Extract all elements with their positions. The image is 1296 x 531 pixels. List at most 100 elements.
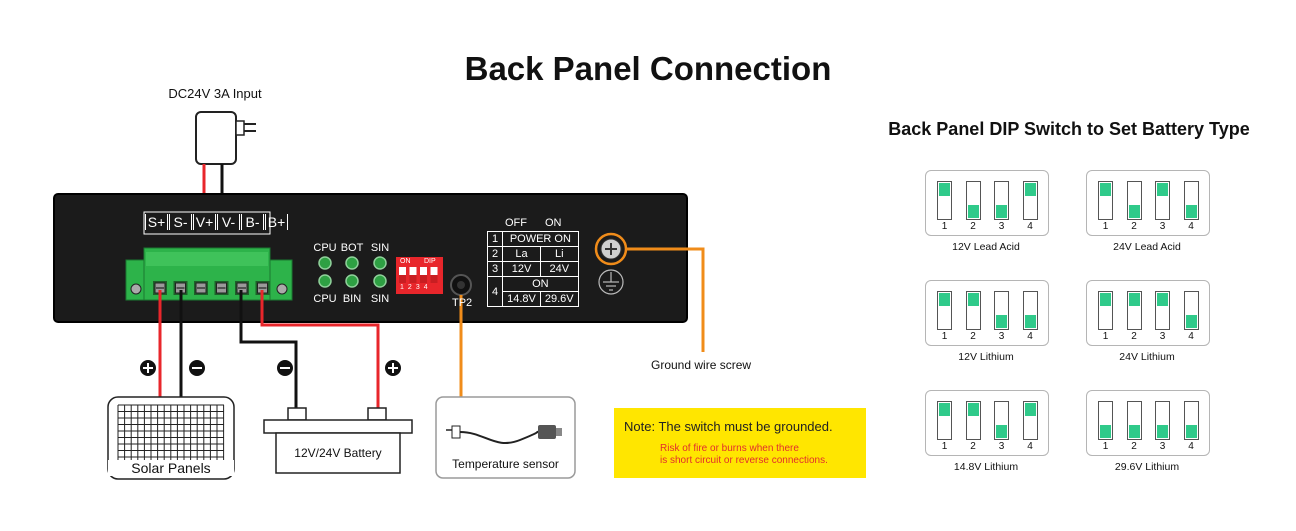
dip-switch: [937, 401, 952, 440]
dip-switch-number: 3: [1159, 221, 1166, 232]
dip-switch-number: 3: [998, 221, 1005, 232]
dip-switch-knob: [1128, 425, 1140, 438]
minus-icon: [277, 360, 293, 376]
grounding-note: Note: The switch must be grounded. Risk …: [614, 408, 866, 478]
dip-number: 2: [407, 284, 412, 291]
dip-switch-number: 1: [941, 331, 948, 342]
battery-positive-wire: [260, 290, 380, 410]
dip-config-name: 24V Lead Acid: [1113, 241, 1181, 253]
dip-switch-knob: [1185, 425, 1197, 438]
ground-symbol-icon: [598, 269, 624, 295]
terminal-label: V-: [217, 214, 240, 230]
dip-switch-knob: [1100, 425, 1111, 438]
dip-switch: [1183, 181, 1199, 220]
dip-switch-number: 3: [1159, 441, 1166, 452]
dip-switch: [1022, 181, 1038, 220]
note-warning-line: is short circuit or reverse connections.: [660, 455, 828, 466]
dip-switch-number: 2: [1131, 221, 1137, 232]
dip-section-title: Back Panel DIP Switch to Set Battery Typ…: [888, 119, 1250, 139]
dip-switch: [1183, 291, 1199, 330]
dip-switch: [1098, 291, 1113, 330]
table-on-header: ON: [545, 217, 562, 229]
dip-switch: [1098, 401, 1113, 440]
dip-switch: [1126, 401, 1142, 440]
table-cell: 4: [486, 276, 504, 307]
led-label: BIN: [342, 293, 362, 305]
dip-config-name: 12V Lead Acid: [952, 241, 1020, 253]
dip-switch-knob: [1157, 293, 1168, 306]
note-warning-line: Risk of fire or burns when there: [660, 443, 799, 454]
dip-switch-number: 2: [1131, 331, 1137, 342]
dip-switch: [965, 181, 981, 220]
dip-switch: [1126, 291, 1142, 330]
dip-config-name: 24V Lithium: [1119, 351, 1175, 363]
dip-switch-knob: [996, 205, 1007, 218]
dip-switch: [1022, 401, 1038, 440]
dip-switch: [1155, 291, 1170, 330]
dip-switch-knob: [1100, 183, 1111, 196]
terminal-label: S-: [169, 214, 192, 230]
dip-switch: [1022, 291, 1038, 330]
status-led-icon: [318, 274, 332, 288]
dip-switch-number: 3: [998, 331, 1005, 342]
dip-switch-number: 1: [1102, 221, 1109, 232]
dip-switch-knob: [1128, 293, 1140, 306]
table-cell: 1: [486, 231, 504, 247]
table-cell: Li: [539, 246, 579, 262]
status-led-icon: [318, 256, 332, 270]
dip-switch: [1126, 181, 1142, 220]
dip-switch-knob: [939, 293, 950, 306]
dip-switch: [937, 181, 952, 220]
table-cell: 14.8V: [502, 291, 541, 307]
terminal-labels: S+ S- V+ V- B- B+: [145, 214, 289, 230]
dip-switch-number: 3: [1159, 331, 1166, 342]
dip-switch: [1155, 181, 1170, 220]
plus-icon: [385, 360, 401, 376]
table-cell: 3: [486, 261, 504, 277]
led-label: SIN: [370, 293, 390, 305]
dip-switch-knob: [967, 205, 979, 218]
terminal-screw-icon: [194, 281, 208, 295]
dip-switch-number: 2: [970, 331, 976, 342]
dip-switch: [1155, 401, 1170, 440]
temp-sensor-box: [435, 396, 576, 479]
dip-switch-number: 1: [941, 221, 948, 232]
dip-config-name: 14.8V Lithium: [953, 461, 1019, 473]
dip-number: 4: [423, 284, 428, 291]
status-led-icon: [373, 274, 387, 288]
dip-switch-knob: [996, 425, 1007, 438]
battery-label: 12V/24V Battery: [294, 446, 382, 460]
ground-leader: [626, 247, 705, 352]
table-cell: 24V: [539, 261, 579, 277]
led-label: BOT: [340, 242, 364, 254]
dip-switch: [994, 401, 1009, 440]
dip-switch-knob: [1157, 425, 1168, 438]
dip-switch: [937, 291, 952, 330]
dip-config-name: 12V Lithium: [958, 351, 1014, 363]
dip-switch-number: 1: [1102, 441, 1109, 452]
led-label: SIN: [370, 242, 390, 254]
dip-numbers: 1 2 3 4: [400, 284, 428, 291]
battery-icon: [263, 419, 413, 434]
temperature-sensor-icon: [446, 425, 562, 445]
dip-number: 1: [400, 284, 404, 291]
dip-switch-knob: [1100, 293, 1111, 306]
dip-switch-knob: [1157, 183, 1168, 196]
dip-switch-knob: [1128, 205, 1140, 218]
ground-label: Ground wire screw: [651, 358, 752, 372]
power-adapter-icon: [195, 111, 256, 165]
dip-switch-knob: [1024, 183, 1036, 196]
dip-switch: [965, 401, 981, 440]
tp2-label: TP2: [452, 297, 473, 309]
dip-switch-knob: [939, 403, 950, 416]
table-off-header: OFF: [505, 217, 527, 229]
dip-switch-number: 2: [970, 221, 976, 232]
dip-switch: [965, 291, 981, 330]
temp-sensor-label: Temperature sensor: [452, 457, 559, 471]
note-title: Note: The switch must be grounded.: [624, 419, 833, 434]
